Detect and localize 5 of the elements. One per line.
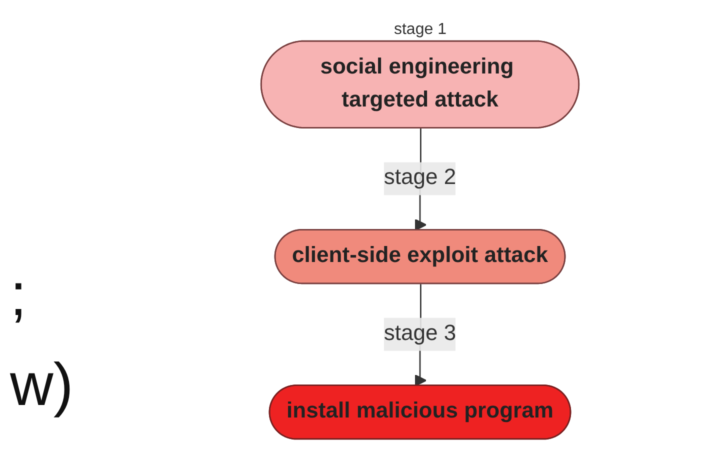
edge-label: stage 2 xyxy=(384,166,456,190)
edge-label: stage 3 xyxy=(384,322,456,346)
stage-label: stage 1 xyxy=(394,21,446,40)
text-fragment: ; xyxy=(10,260,28,330)
text-fragment: w) xyxy=(10,350,74,420)
